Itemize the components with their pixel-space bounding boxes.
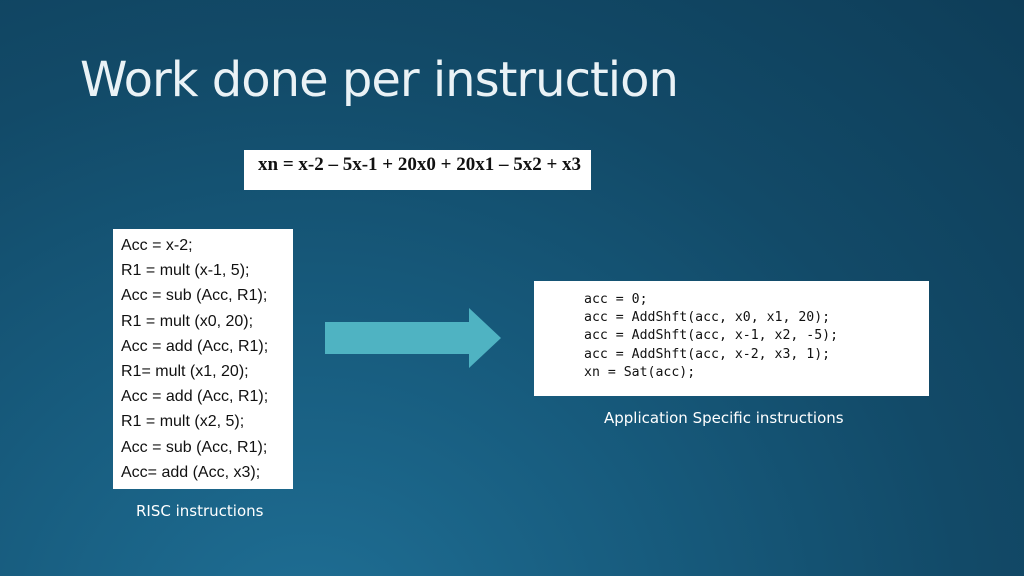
risc-code-box: Acc = x-2; R1 = mult (x-1, 5); Acc = sub… xyxy=(113,229,293,489)
risc-line: R1 = mult (x-1, 5); xyxy=(121,262,250,280)
asi-line: xn = Sat(acc); xyxy=(584,364,696,380)
equation-text: xn = x-2 – 5x-1 + 20x0 + 20x1 – 5x2 + x3 xyxy=(258,154,582,175)
asi-caption: Application Specific instructions xyxy=(604,409,844,427)
asi-line: acc = 0; xyxy=(584,292,648,307)
risc-line: Acc = sub (Acc, R1); xyxy=(121,287,268,305)
asi-code-box: acc = 0; acc = AddShft(acc, x0, x1, 20);… xyxy=(534,281,929,396)
risc-line: Acc = x-2; xyxy=(121,237,193,254)
equation-box: xn = x-2 – 5x-1 + 20x0 + 20x1 – 5x2 + x3 xyxy=(244,150,591,190)
risc-line: Acc = sub (Acc, R1); xyxy=(121,438,268,456)
risc-line: R1 = mult (x2, 5); xyxy=(121,413,245,431)
arrow-shape xyxy=(325,308,501,368)
risc-line: Acc = add (Acc, R1); xyxy=(121,388,269,406)
risc-line: R1 = mult (x0, 20); xyxy=(121,312,254,330)
risc-line: Acc = add (Acc, R1); xyxy=(121,337,269,355)
asi-line: acc = AddShft(acc, x-1, x2, -5); xyxy=(584,328,839,344)
asi-line: acc = AddShft(acc, x-2, x3, 1); xyxy=(584,346,831,362)
risc-line: Acc= add (Acc, x3); xyxy=(121,463,261,481)
right-arrow-icon xyxy=(325,308,501,368)
slide-title: Work done per instruction xyxy=(80,52,679,108)
risc-caption: RISC instructions xyxy=(136,502,264,520)
asi-line: acc = AddShft(acc, x0, x1, 20); xyxy=(584,310,831,326)
risc-line: R1= mult (x1, 20); xyxy=(121,362,249,380)
